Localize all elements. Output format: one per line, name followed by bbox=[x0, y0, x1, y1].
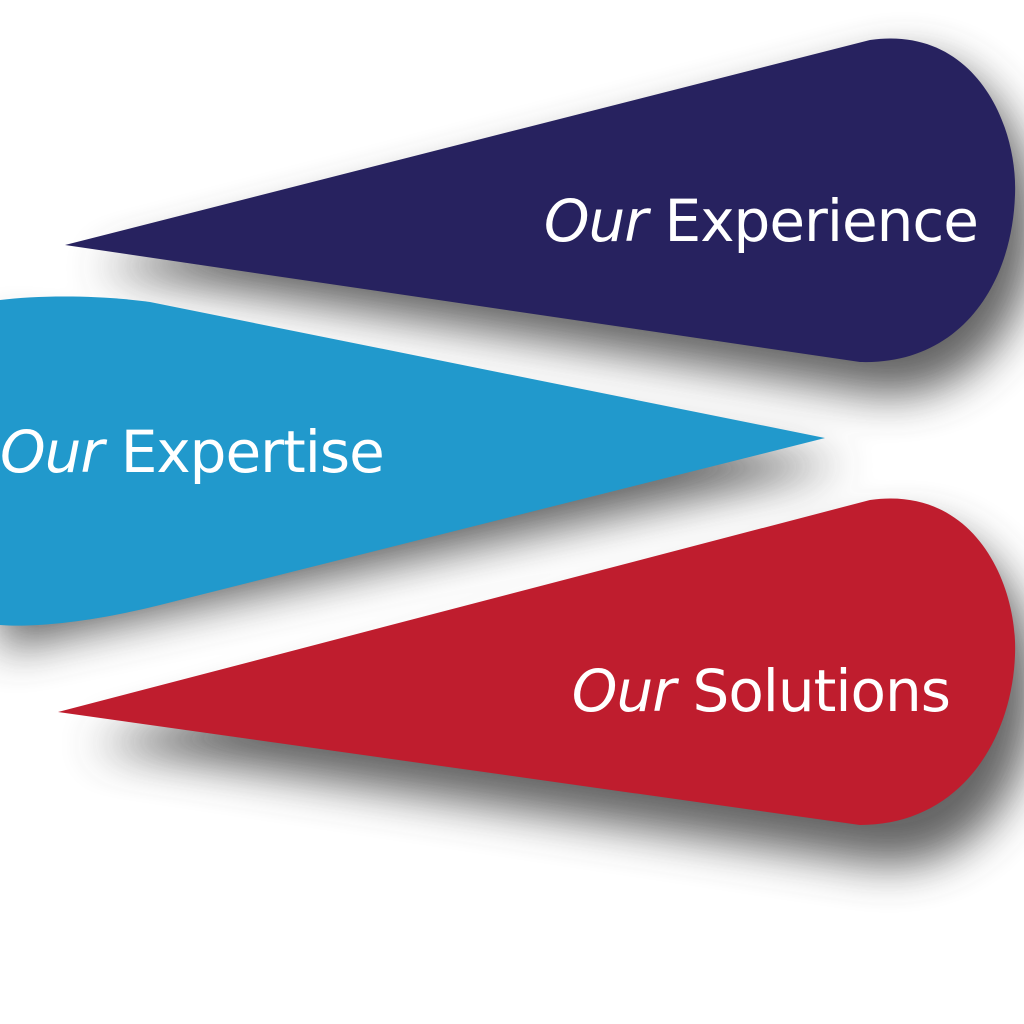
label-solutions: Our Solutions bbox=[572, 657, 950, 725]
teardrop-solutions[interactable]: Our Solutions bbox=[58, 498, 1016, 825]
teardrop-solutions-shape bbox=[58, 498, 1016, 825]
teardrop-expertise-shape bbox=[0, 296, 825, 626]
teardrop-expertise[interactable]: Our Expertise bbox=[0, 296, 825, 626]
teardrop-experience-shape bbox=[65, 38, 1016, 363]
label-experience: Our Experience bbox=[544, 187, 978, 255]
label-expertise: Our Expertise bbox=[0, 418, 384, 486]
teardrop-experience[interactable]: Our Experience bbox=[65, 38, 1016, 363]
